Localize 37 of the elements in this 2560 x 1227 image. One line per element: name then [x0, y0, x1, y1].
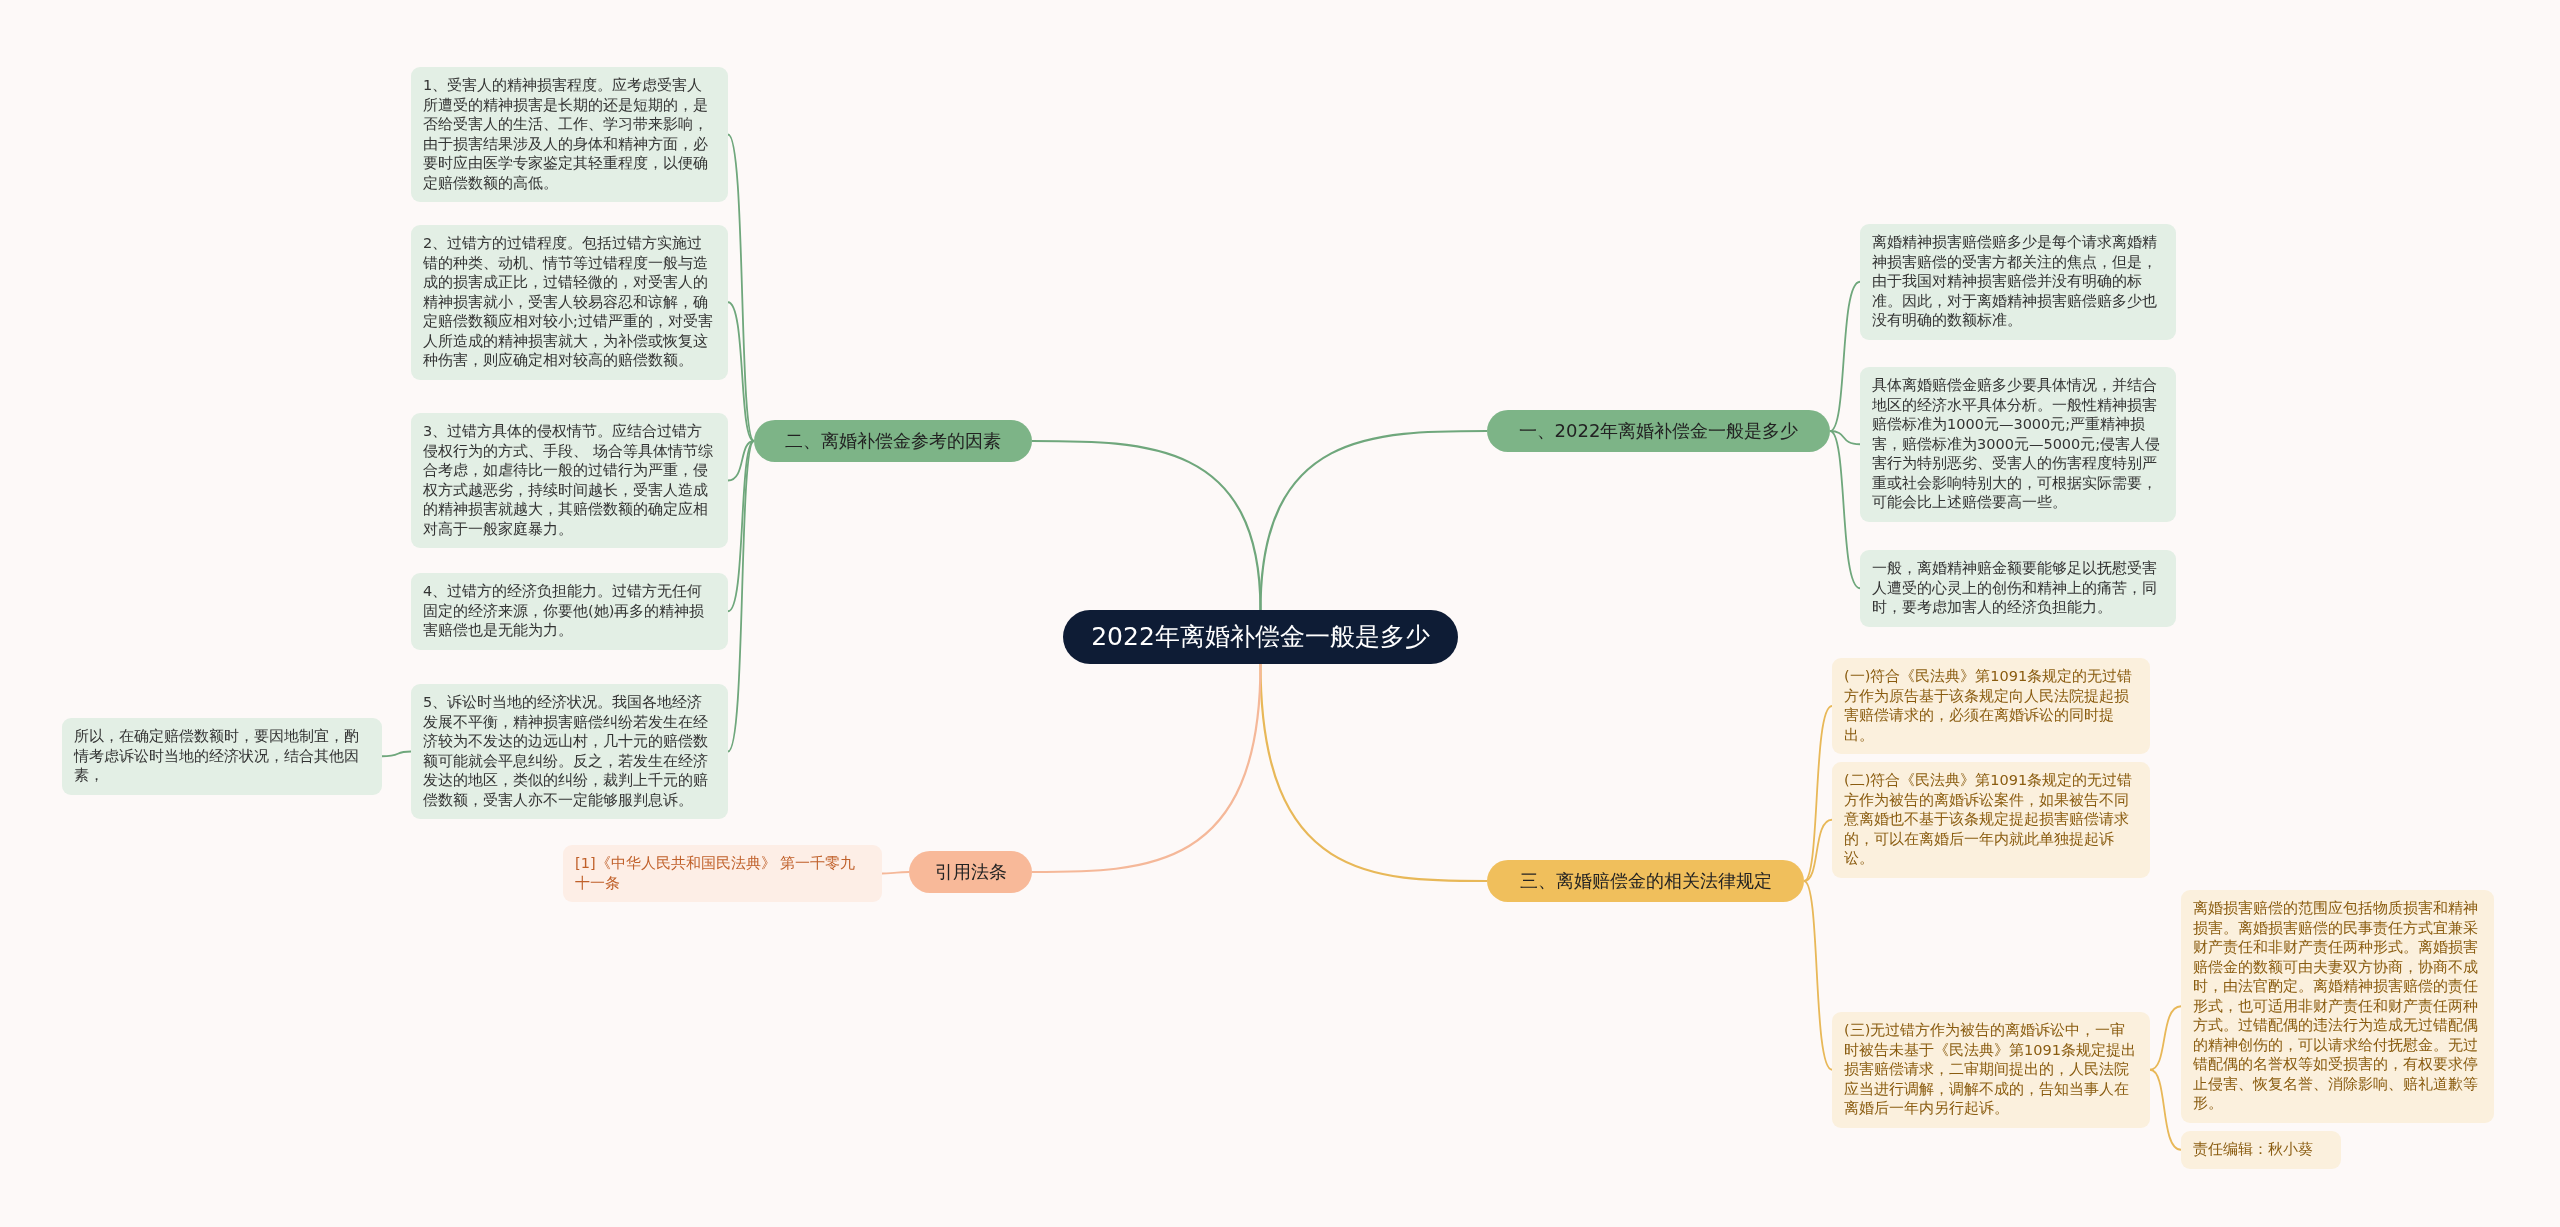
text-card: 所以，在确定赔偿数额时，要因地制宜，酌情考虑诉讼时当地的经济状况，结合其他因素，: [62, 718, 382, 795]
connector-line: [1032, 663, 1262, 874]
text-card: 责任编辑：秋小葵: [2181, 1131, 2341, 1169]
connector-line: [881, 871, 910, 875]
branch-topic: 一、2022年离婚补偿金一般是多少: [1487, 410, 1830, 452]
text-card: 离婚精神损害赔偿赔多少是每个请求离婚精神损害赔偿的受害方都关注的焦点，但是，由于我国对精神损害赔偿并没有明确的标准。因此，对于离婚精神损害赔偿赔多少也没有明确的数额标准。: [1860, 224, 2176, 340]
connector-line: [1032, 439, 1262, 611]
branch-topic: 引用法条: [909, 851, 1032, 893]
connector-line: [1829, 280, 1861, 432]
connector-line: [1803, 880, 1833, 1071]
text-card: 4、过错方的经济负担能力。过错方无任何固定的经济来源，你要他(她)再多的精神损害赔偿也是无能为力。: [411, 573, 728, 650]
connector-line: [727, 440, 755, 753]
text-card: 一般，离婚精神赔金额要能够足以抚慰受害人遭受的心灵上的创伤和精神上的痛苦，同时，要考虑加害人的经济负担能力。: [1860, 550, 2176, 627]
connector-line: [727, 440, 755, 482]
branch-topic: 二、离婚补偿金参考的因素: [754, 420, 1032, 462]
text-card: 5、诉讼时当地的经济状况。我国各地经济发展不平衡，精神损害赔偿纠纷若发生在经济较为不发达的边远山村，几十元的赔偿数额可能就会平息纠纷。反之，若发生在经济发达的地区，类似的纠纷，裁判上千元的赔偿数额，受害人亦不一定能够服判息诉。: [411, 684, 728, 819]
connector-line: [1829, 430, 1861, 446]
text-card: (三)无过错方作为被告的离婚诉讼中，一审时被告未基于《民法典》第1091条规定提出损害赔偿请求，二审期间提出的，人民法院应当进行调解，调解不成的，告知当事人在离婚后一年内另行起诉。: [1832, 1012, 2150, 1128]
connector-line: [727, 440, 755, 613]
text-card: (二)符合《民法典》第1091条规定的无过错方作为被告的离婚诉讼案件，如果被告不同意离婚也不基于该条规定提起损害赔偿请求的，可以在离婚后一年内就此单独提起诉讼。: [1832, 762, 2150, 878]
text-card: 3、过错方具体的侵权情节。应结合过错方侵权行为的方式、手段、 场合等具体情节综合考虑，如虐待比一般的过错行为严重，侵权方式越恶劣，持续时间越长，受害人造成的精神损害就越大，其赔偿数额的确定应相对高于一般家庭暴力。: [411, 413, 728, 548]
central-topic: 2022年离婚补偿金一般是多少: [1063, 610, 1458, 664]
connector-line: [727, 301, 755, 442]
connector-line: [1803, 818, 1833, 882]
text-card: 具体离婚赔偿金赔多少要具体情况，并结合地区的经济水平具体分析。一般性精神损害赔偿标准为1000元—3000元;严重精神损害，赔偿标准为3000元—5000元;侵害人侵害行为特别恶劣、受害人的伤害程度特别严重或社会影响特别大的，可根据实际需要，可能会比上述赔偿要高一些。: [1860, 367, 2176, 522]
connector-line: [381, 750, 412, 758]
connector-line: [727, 133, 755, 442]
connector-line: [1829, 430, 1861, 590]
text-card: [1]《中华人民共和国民法典》 第一千零九十一条: [563, 845, 882, 902]
text-card: (一)符合《民法典》第1091条规定的无过错方作为原告基于该条规定向人民法院提起损害赔偿请求的，必须在离婚诉讼的同时提出。: [1832, 658, 2150, 754]
branch-topic: 三、离婚赔偿金的相关法律规定: [1487, 860, 1804, 902]
connector-line: [2149, 1005, 2182, 1071]
connector-line: [2149, 1068, 2182, 1151]
text-card: 2、过错方的过错程度。包括过错方实施过错的种类、动机、情节等过错程度一般与造成的损害成正比，过错轻微的，对受害人的精神损害就小，受害人较易容忍和谅解，确定赔偿数额应相对较小;过错严重的，对受害人所造成的精神损害就大，为补偿或恢复这种伤害，则应确定相对较高的赔偿数额。: [411, 225, 728, 380]
text-card: 离婚损害赔偿的范围应包括物质损害和精神损害。离婚损害赔偿的民事责任方式宜兼采财产责任和非财产责任两种形式。离婚损害赔偿金的数额可由夫妻双方协商，协商不成时，由法官酌定。离婚精神损害赔偿的责任形式，也可适用非财产责任和财产责任两种方式。过错配偶的违法行为造成无过错配偶的精神创伤的，可以请求给付抚慰金。无过错配偶的名誉权等如受损害的，有权要求停止侵害、恢复名誉、消除影响、赔礼道歉等形。: [2181, 890, 2494, 1123]
text-card: 1、受害人的精神损害程度。应考虑受害人所遭受的精神损害是长期的还是短期的，是否给受害人的生活、工作、学习带来影响，由于损害结果涉及人的身体和精神方面，必要时应由医学专家鉴定其轻重程度，以便确定赔偿数额的高低。: [411, 67, 728, 202]
connector-line: [1803, 705, 1833, 882]
